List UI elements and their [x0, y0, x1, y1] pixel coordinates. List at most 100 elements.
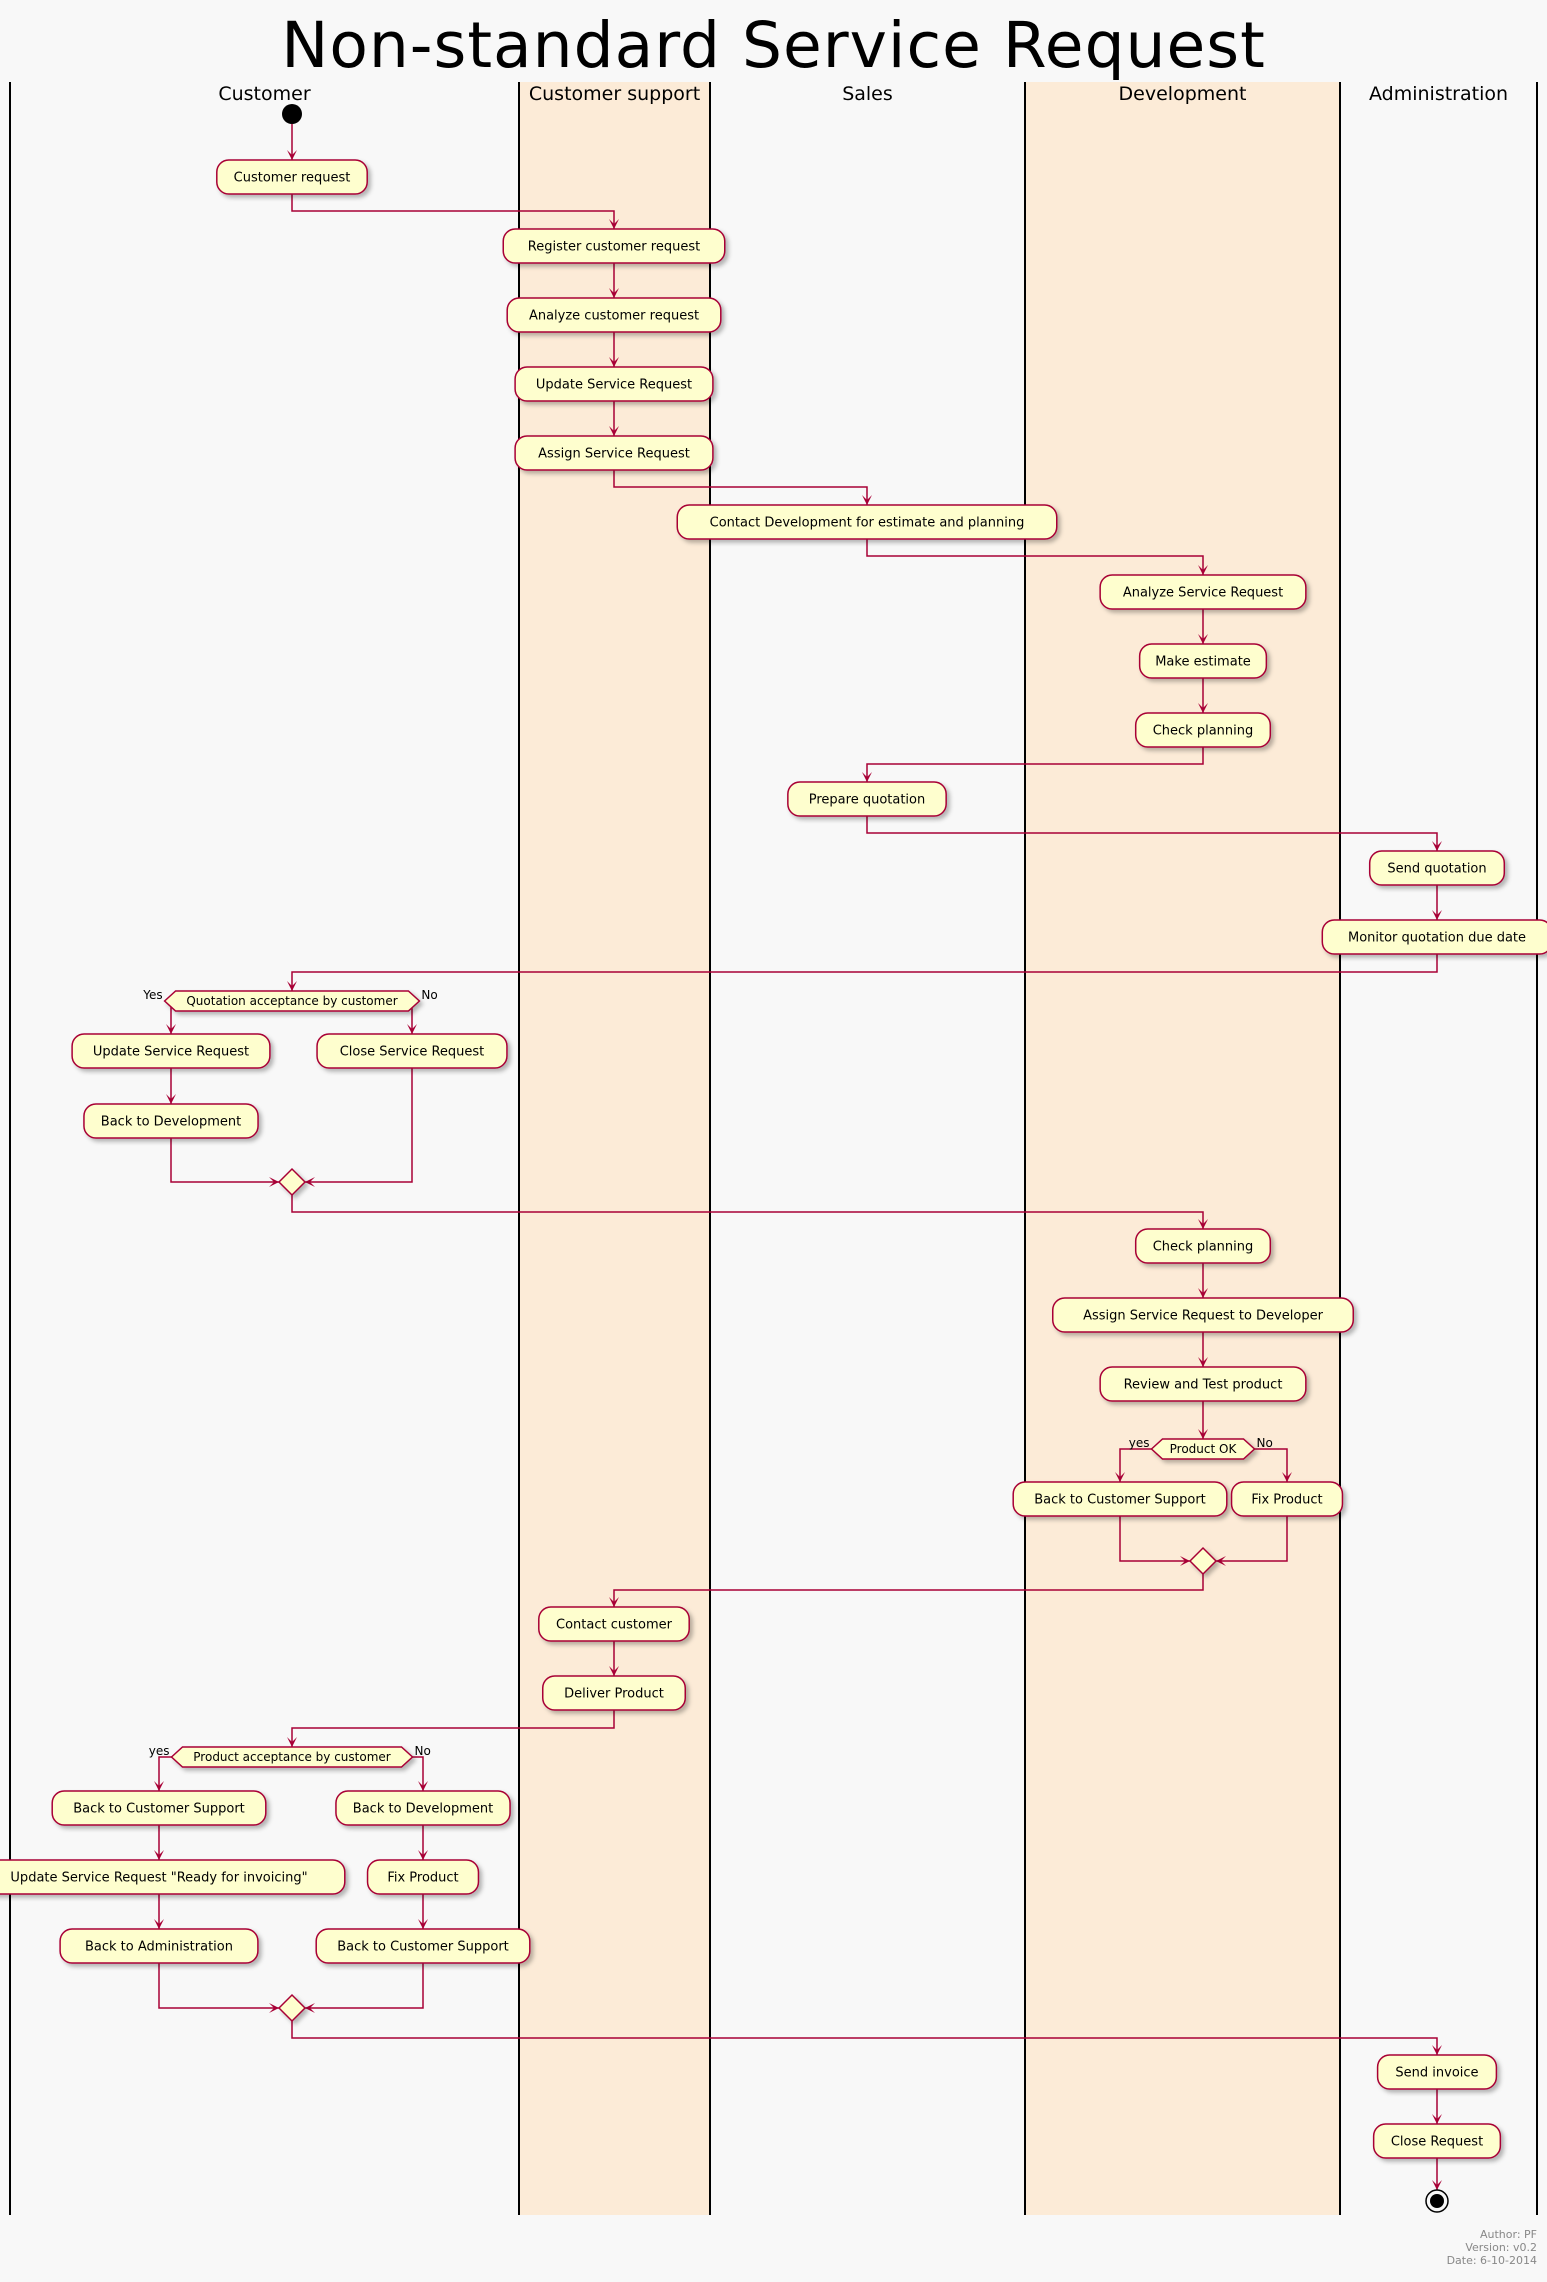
flow-line — [1119, 1516, 1190, 1562]
activity-label: Analyze Service Request — [1123, 586, 1283, 601]
activity-node: Back to Development — [83, 1103, 259, 1139]
arrow-head — [1180, 1556, 1190, 1566]
arrow-head — [418, 1919, 428, 1929]
activity-box — [1012, 1481, 1228, 1517]
decision-branch-left: Yes — [142, 988, 162, 1002]
activity-label: Analyze customer request — [529, 309, 699, 324]
activity-node: Analyze customer request — [506, 297, 722, 333]
arrow-head — [862, 495, 872, 505]
lane-title: Customer support — [529, 83, 700, 105]
decision-branch-right: No — [415, 1744, 431, 1758]
flow-line — [613, 470, 868, 505]
activity-node: Register customer request — [502, 228, 726, 264]
flow-line — [291, 1195, 1204, 1229]
lane-title: Administration — [1369, 83, 1508, 105]
arrow-head — [166, 1024, 176, 1034]
activity-label: Monitor quotation due date — [1348, 931, 1526, 946]
activity-box — [51, 1790, 267, 1826]
activity-box — [0, 1859, 346, 1895]
decision-label: Product acceptance by customer — [193, 1750, 390, 1764]
activity-box — [1099, 1366, 1307, 1402]
activity-label: Contact Development for estimate and pla… — [710, 516, 1025, 531]
decision-node: Product acceptance by customer yes No — [149, 1744, 431, 1768]
activity-node: Close Service Request — [316, 1033, 508, 1069]
activity-node: Close Request — [1372, 2123, 1502, 2159]
activity-label: Back to Customer Support — [73, 1802, 245, 1817]
arrow-head — [1198, 1357, 1208, 1367]
activity-node: Assign Service Request — [514, 435, 714, 471]
decision-branch-left: yes — [1129, 1436, 1150, 1450]
activity-label: Make estimate — [1155, 655, 1251, 670]
arrow-head — [609, 426, 619, 436]
arrow-head — [305, 1177, 315, 1187]
activity-node: Back to Customer Support — [315, 1928, 531, 1964]
decision-shape — [1150, 1438, 1256, 1460]
activity-node: Back to Customer Support — [51, 1790, 267, 1826]
activity-label: Update Service Request — [93, 1045, 249, 1060]
flow-lines — [154, 124, 1442, 2190]
flow-line — [158, 1963, 279, 2009]
lane-band — [1025, 82, 1340, 2215]
lane-title: Sales — [842, 83, 893, 105]
decision-label: Quotation acceptance by customer — [186, 994, 397, 1008]
activity-node: Prepare quotation — [787, 781, 947, 817]
flow-line — [291, 194, 615, 229]
activity-node: Back to Development — [335, 1790, 511, 1826]
activity-label: Update Service Request — [536, 378, 692, 393]
decision-branch-right: No — [1257, 1436, 1273, 1450]
activity-node: Update Service Request — [514, 366, 714, 402]
flow-line — [1216, 1516, 1288, 1562]
decision-label: Product OK — [1170, 1442, 1238, 1456]
footer-version: Version: v0.2 — [1465, 2241, 1537, 2254]
activity-label: Send quotation — [1387, 862, 1486, 877]
activity-label: Back to Administration — [85, 1940, 233, 1955]
activity-label: Register customer request — [528, 240, 700, 255]
end-node — [1425, 2189, 1449, 2213]
arrow-head — [287, 981, 297, 991]
activity-box — [366, 1859, 480, 1895]
arrow-head — [1198, 565, 1208, 575]
activity-label: Fix Product — [387, 1871, 458, 1886]
activity-node: Back to Administration — [59, 1928, 259, 1964]
activity-box — [1099, 574, 1307, 610]
activity-box — [1368, 850, 1506, 886]
activity-box — [59, 1928, 259, 1964]
arrow-head — [1198, 634, 1208, 644]
arrow-head — [287, 1737, 297, 1747]
activity-box — [506, 297, 722, 333]
arrow-head — [1198, 1429, 1208, 1439]
flow-line — [1119, 1448, 1152, 1482]
activity-label: Customer request — [234, 171, 351, 186]
arrow-head — [269, 2003, 279, 2013]
activity-label: Close Service Request — [340, 1045, 485, 1060]
flow-line — [1254, 1448, 1288, 1482]
decision-shape — [163, 990, 421, 1012]
arrow-head — [269, 1177, 279, 1187]
arrow-head — [609, 357, 619, 367]
activity-label: Close Request — [1391, 2135, 1483, 2150]
lane-title: Customer — [218, 83, 310, 105]
activity-label: Back to Development — [353, 1802, 493, 1817]
footer-date: Date: 6-10-2014 — [1446, 2254, 1537, 2267]
arrow-head — [609, 1597, 619, 1607]
start-node — [282, 104, 302, 124]
activity-label: Assign Service Request to Developer — [1083, 1309, 1323, 1324]
activity-box — [216, 159, 368, 195]
activity-node: Update Service Request "Ready for invoic… — [0, 1859, 346, 1895]
activity-node: Send quotation — [1368, 850, 1506, 886]
decision-branch-left: yes — [149, 1744, 170, 1758]
activity-box — [542, 1675, 686, 1711]
activity-label: Send invoice — [1395, 2066, 1478, 2081]
activity-box — [676, 504, 1058, 540]
arrow-head — [1198, 703, 1208, 713]
merge-node — [1188, 1546, 1218, 1576]
decision-node: Product OK yes No — [1129, 1436, 1273, 1460]
arrow-head — [166, 1094, 176, 1104]
activity-node: Back to Customer Support — [1012, 1481, 1228, 1517]
activity-node: Analyze Service Request — [1099, 574, 1307, 610]
activity-box — [335, 1790, 511, 1826]
activity-node: Contact customer — [538, 1606, 690, 1642]
arrow-head — [609, 288, 619, 298]
